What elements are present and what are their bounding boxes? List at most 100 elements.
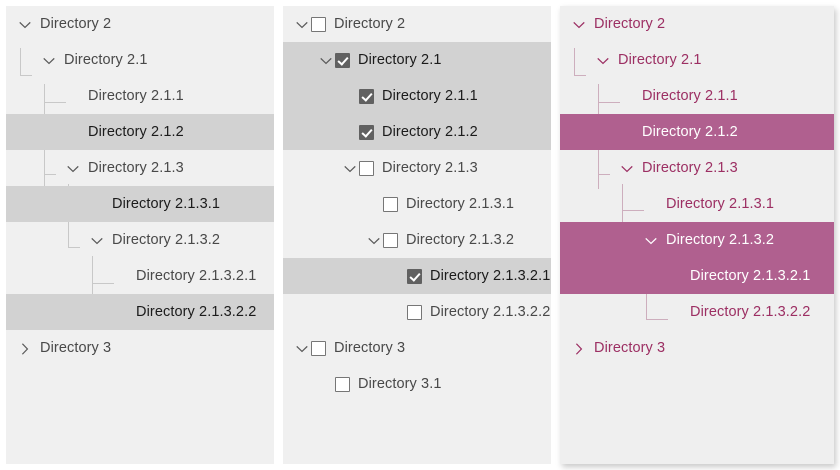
tree-row[interactable]: Directory 2.1.3.2.2 bbox=[560, 294, 834, 330]
chevron-down-icon[interactable] bbox=[293, 6, 311, 42]
tree-row[interactable]: Directory 2.1.3.1 bbox=[283, 186, 551, 222]
tree-row[interactable]: Directory 2.1.3.1 bbox=[6, 186, 274, 222]
tree-row[interactable]: Directory 2.1 bbox=[6, 42, 274, 78]
chevron-down-icon[interactable] bbox=[594, 42, 612, 78]
chevron-placeholder bbox=[112, 294, 130, 330]
tree-row[interactable]: Directory 2.1.3.2.1 bbox=[560, 258, 834, 294]
tree-row[interactable]: Directory 2 bbox=[560, 6, 834, 42]
checkbox-checked-icon[interactable] bbox=[335, 52, 350, 68]
chevron-down-icon[interactable] bbox=[317, 42, 335, 78]
row-indent bbox=[560, 24, 570, 25]
tree-row[interactable]: Directory 3.1 bbox=[283, 366, 551, 402]
tree-row[interactable]: Directory 3 bbox=[560, 330, 834, 366]
tree-row-label: Directory 2.1.3.2.2 bbox=[136, 304, 257, 320]
tree-row[interactable]: Directory 2.1.3.2 bbox=[6, 222, 274, 258]
tree-row[interactable]: Directory 3 bbox=[283, 330, 551, 366]
tree-row[interactable]: Directory 2.1.2 bbox=[6, 114, 274, 150]
tree-row[interactable]: Directory 2.1.2 bbox=[283, 114, 551, 150]
row-indent bbox=[283, 168, 341, 169]
tree-row[interactable]: Directory 2.1.3.2.2 bbox=[6, 294, 274, 330]
tree-row-label: Directory 2.1.3.2.1 bbox=[430, 268, 551, 284]
row-indent bbox=[283, 348, 293, 349]
chevron-placeholder bbox=[666, 258, 684, 294]
tree-row[interactable]: Directory 2.1.3 bbox=[6, 150, 274, 186]
chevron-placeholder bbox=[389, 294, 407, 330]
checkbox-unchecked-icon[interactable] bbox=[335, 376, 350, 392]
row-indent bbox=[560, 348, 570, 349]
checkbox-unchecked-icon[interactable] bbox=[383, 196, 398, 212]
tree-row[interactable]: Directory 2.1.3.2.1 bbox=[283, 258, 551, 294]
chevron-placeholder bbox=[88, 186, 106, 222]
chevron-placeholder bbox=[389, 258, 407, 294]
tree-row-label: Directory 2.1 bbox=[64, 52, 148, 68]
tree-row[interactable]: Directory 2.1.2 bbox=[560, 114, 834, 150]
tree-row[interactable]: Directory 2.1.3.1 bbox=[560, 186, 834, 222]
row-indent bbox=[283, 240, 365, 241]
row-indent bbox=[560, 168, 618, 169]
row-indent bbox=[6, 24, 16, 25]
checkbox-unchecked-icon[interactable] bbox=[383, 232, 398, 248]
checkbox-unchecked-icon[interactable] bbox=[407, 304, 422, 320]
tree-row[interactable]: Directory 2.1.3 bbox=[560, 150, 834, 186]
chevron-down-icon[interactable] bbox=[88, 222, 106, 258]
row-indent bbox=[6, 276, 112, 277]
tree-row-label: Directory 2.1.3.2 bbox=[406, 232, 515, 248]
checkbox-checked-icon[interactable] bbox=[407, 268, 422, 284]
chevron-down-icon[interactable] bbox=[293, 330, 311, 366]
checkbox-unchecked-icon[interactable] bbox=[359, 160, 374, 176]
tree-row-label: Directory 2.1.3.2 bbox=[112, 232, 221, 248]
row-indent bbox=[6, 168, 64, 169]
row-indent bbox=[283, 24, 293, 25]
tree-row-label: Directory 3.1 bbox=[358, 376, 442, 392]
tree-row[interactable]: Directory 3 bbox=[6, 330, 274, 366]
tree-row[interactable]: Directory 2.1 bbox=[560, 42, 834, 78]
chevron-down-icon[interactable] bbox=[365, 222, 383, 258]
tree-row-label: Directory 3 bbox=[594, 340, 666, 356]
row-indent bbox=[283, 276, 389, 277]
chevron-right-icon[interactable] bbox=[16, 330, 34, 366]
row-indent bbox=[560, 276, 666, 277]
tree-row[interactable]: Directory 2.1.1 bbox=[6, 78, 274, 114]
chevron-down-icon[interactable] bbox=[64, 150, 82, 186]
tree-row[interactable]: Directory 2.1.3.2 bbox=[560, 222, 834, 258]
tree-row[interactable]: Directory 2.1.3.2 bbox=[283, 222, 551, 258]
chevron-down-icon[interactable] bbox=[40, 42, 58, 78]
chevron-down-icon[interactable] bbox=[618, 150, 636, 186]
tree-row-label: Directory 2.1.1 bbox=[88, 88, 184, 104]
checkbox-unchecked-icon[interactable] bbox=[311, 340, 326, 356]
chevron-down-icon[interactable] bbox=[570, 6, 588, 42]
tree-row-label: Directory 2.1.3.2.2 bbox=[690, 304, 811, 320]
tree-row-label: Directory 2.1.3 bbox=[382, 160, 478, 176]
chevron-placeholder bbox=[365, 186, 383, 222]
chevron-placeholder bbox=[666, 294, 684, 330]
chevron-down-icon[interactable] bbox=[642, 222, 660, 258]
tree-row[interactable]: Directory 2.1.1 bbox=[560, 78, 834, 114]
tree-row[interactable]: Directory 2.1.1 bbox=[283, 78, 551, 114]
checkbox-checked-icon[interactable] bbox=[359, 124, 374, 140]
row-indent bbox=[283, 312, 389, 313]
checkbox-unchecked-icon[interactable] bbox=[311, 16, 326, 32]
row-indent bbox=[6, 60, 40, 61]
row-indent bbox=[283, 96, 341, 97]
chevron-down-icon[interactable] bbox=[16, 6, 34, 42]
tree-row[interactable]: Directory 2.1.3.2.2 bbox=[283, 294, 551, 330]
tree-row-label: Directory 2.1.3.2.2 bbox=[430, 304, 551, 320]
chevron-right-icon[interactable] bbox=[570, 330, 588, 366]
chevron-placeholder bbox=[112, 258, 130, 294]
tree-row[interactable]: Directory 2 bbox=[283, 6, 551, 42]
tree-row-label: Directory 2.1.3.2.1 bbox=[690, 268, 811, 284]
tree-row[interactable]: Directory 2.1.3 bbox=[283, 150, 551, 186]
chevron-down-icon[interactable] bbox=[341, 150, 359, 186]
tree-row[interactable]: Directory 2.1.3.2.1 bbox=[6, 258, 274, 294]
row-indent bbox=[560, 240, 642, 241]
checkbox-checked-icon[interactable] bbox=[359, 88, 374, 104]
tree-row[interactable]: Directory 2 bbox=[6, 6, 274, 42]
tree-row-label: Directory 2 bbox=[40, 16, 112, 32]
chevron-placeholder bbox=[317, 366, 335, 402]
tree-row[interactable]: Directory 2.1 bbox=[283, 42, 551, 78]
